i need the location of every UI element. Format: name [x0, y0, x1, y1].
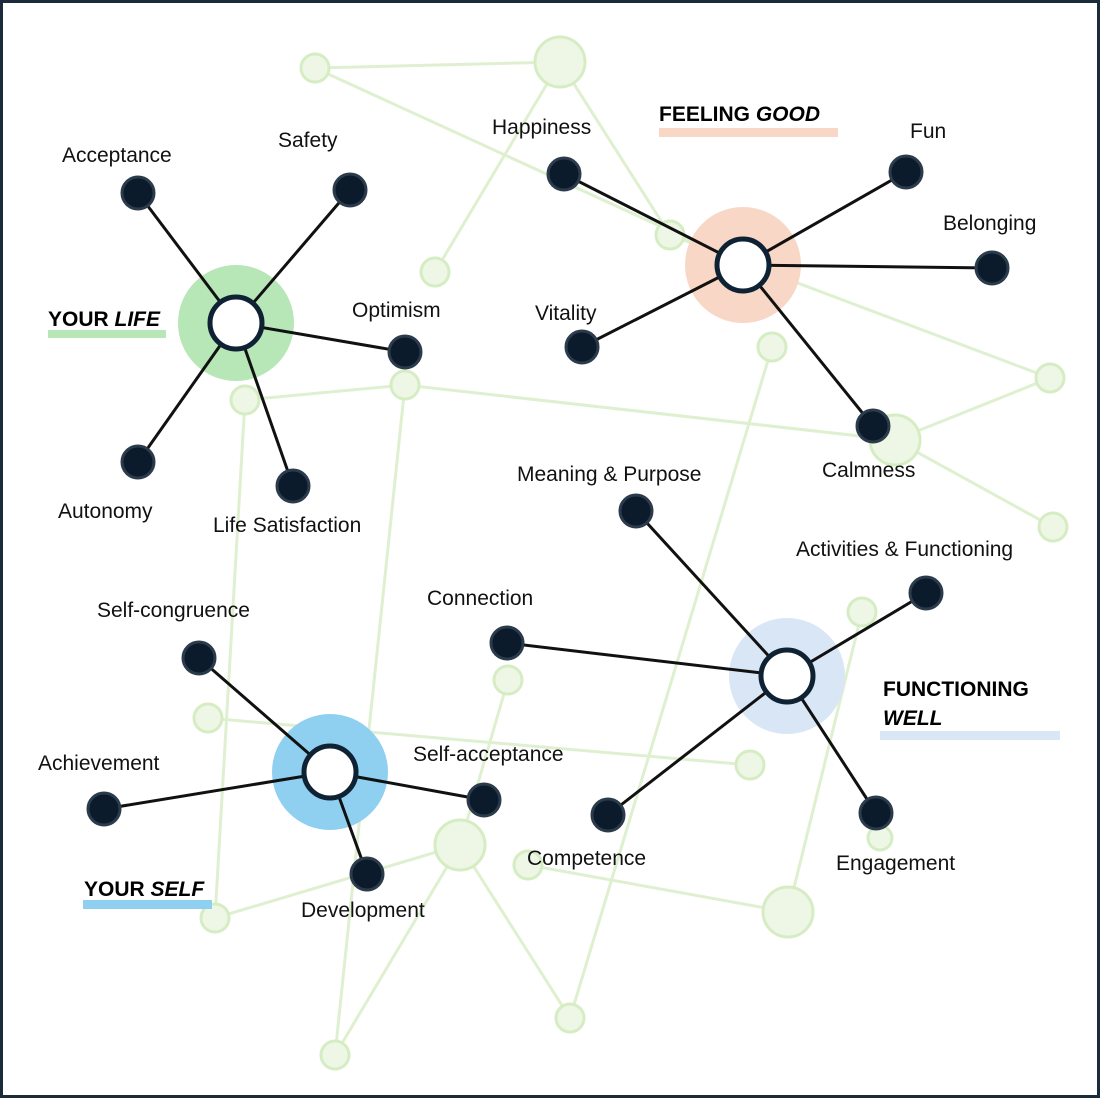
leaf-node-fun [888, 154, 924, 190]
your-self-hub [301, 743, 359, 801]
label-autonomy: Autonomy [58, 500, 153, 523]
group-your-life: Acceptance Safety Optimism Life Satisfac… [48, 129, 441, 537]
label-competence: Competence [527, 847, 646, 870]
functioning-well-title-underline [880, 731, 1060, 740]
label-self-acceptance: Self-acceptance [413, 743, 564, 766]
group-functioning-well: Meaning & Purpose Activities & Functioni… [427, 463, 1060, 875]
label-life-satisfaction: Life Satisfaction [213, 514, 361, 537]
label-connection: Connection [427, 587, 533, 610]
leaf-node-self-acceptance [466, 782, 502, 818]
leaf-node-vitality [564, 329, 600, 365]
label-achievement: Achievement [38, 752, 160, 775]
leaf-node-happiness [546, 156, 582, 192]
functioning-well-title-line2: WELL [883, 707, 942, 730]
feeling-good-title-underline [659, 128, 838, 137]
leaf-node-calmness [855, 408, 891, 444]
label-belonging: Belonging [943, 212, 1036, 235]
your-life-hub [207, 294, 265, 352]
your-self-title-underline [83, 900, 212, 909]
label-optimism: Optimism [352, 299, 441, 322]
leaf-node-competence [590, 797, 626, 833]
leaf-node-belonging [974, 250, 1010, 286]
leaf-node-autonomy [120, 444, 156, 480]
group-feeling-good: Happiness Fun Belonging Calmness Vitalit… [492, 103, 1036, 482]
label-meaning-purpose: Meaning & Purpose [517, 463, 701, 486]
leaf-node-self-congruence [181, 640, 217, 676]
leaf-node-life-satisfaction [275, 468, 311, 504]
leaf-node-optimism [387, 334, 423, 370]
your-life-title-underline [48, 330, 166, 338]
label-happiness: Happiness [492, 116, 591, 139]
your-life-title: YOUR LIFE [48, 308, 161, 331]
leaf-node-acceptance [120, 175, 156, 211]
leaf-node-engagement [858, 795, 894, 831]
feeling-good-spokes [563, 170, 993, 427]
label-activities-functioning: Activities & Functioning [796, 538, 1013, 561]
label-fun: Fun [910, 120, 946, 143]
leaf-node-meaning-purpose [618, 493, 654, 529]
label-self-congruence: Self-congruence [97, 599, 250, 622]
group-your-self: Self-congruence Self-acceptance Developm… [38, 599, 564, 922]
leaf-node-safety [332, 172, 368, 208]
leaf-node-development [349, 856, 385, 892]
label-calmness: Calmness [822, 459, 915, 482]
feeling-good-hub [714, 236, 772, 294]
functioning-well-hub [758, 647, 816, 705]
functioning-well-spokes [506, 509, 927, 817]
label-acceptance: Acceptance [62, 144, 172, 167]
label-vitality: Vitality [535, 302, 597, 325]
leaf-node-activities-functioning [908, 575, 944, 611]
label-engagement: Engagement [836, 852, 955, 875]
leaf-node-connection [489, 625, 525, 661]
feeling-good-title: FEELING GOOD [659, 103, 820, 126]
label-development: Development [301, 899, 425, 922]
leaf-node-achievement [86, 791, 122, 827]
label-safety: Safety [278, 129, 338, 152]
functioning-well-title-line1: FUNCTIONING [883, 678, 1029, 701]
your-self-title: YOUR SELF [84, 878, 205, 901]
